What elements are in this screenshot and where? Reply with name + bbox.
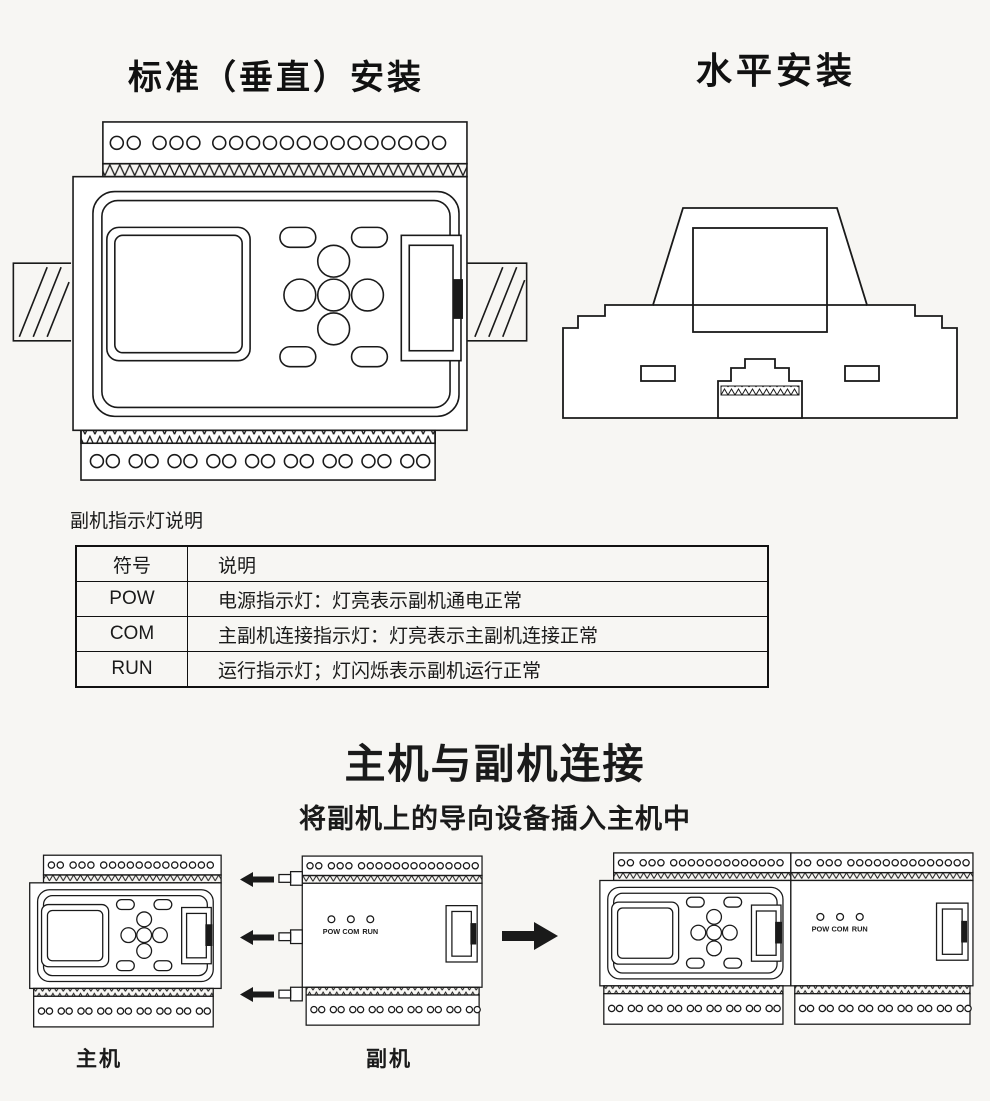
din-rail-right <box>466 262 528 342</box>
horizontal-install-drawing <box>562 207 958 419</box>
mount-slot-right <box>844 365 880 382</box>
left-arrow-icon <box>240 987 274 1002</box>
table-row: RUN 运行指示灯；灯闪烁表示副机运行正常 <box>75 651 769 688</box>
mount-slot-left <box>640 365 676 382</box>
left-arrow-icon <box>240 930 274 945</box>
lcd-display <box>106 226 251 362</box>
row-desc: 电源指示灯：灯亮表示副机通电正常 <box>187 581 769 617</box>
slave-unit-label: 副机 <box>366 1047 412 1071</box>
horizontal-install-title: 水平安装 <box>696 51 857 91</box>
vent-strip-bottom <box>80 429 436 445</box>
button-pad <box>279 226 389 368</box>
row-symbol: RUN <box>75 651 188 688</box>
col-header-symbol: 符号 <box>75 545 188 582</box>
label-window <box>692 227 828 333</box>
vertical-install-title: 标准（垂直）安装 <box>128 60 424 97</box>
terminal-holes-top <box>109 135 447 151</box>
left-arrow-icon <box>240 872 274 887</box>
indicator-table-caption: 副机指示灯说明 <box>70 511 204 532</box>
table-row: COM 主副机连接指示灯：灯亮表示主副机连接正常 <box>75 616 769 652</box>
col-header-desc: 说明 <box>187 545 769 582</box>
expansion-connector <box>400 234 463 362</box>
row-desc: 主副机连接指示灯：灯亮表示主副机连接正常 <box>187 616 769 652</box>
guide-connectors <box>278 870 303 1002</box>
table-row: POW 电源指示灯：灯亮表示副机通电正常 <box>75 581 769 617</box>
row-symbol: COM <box>75 616 188 652</box>
lcd-display-inner <box>114 234 243 354</box>
master-unit-drawing <box>29 854 222 1028</box>
right-arrow-icon <box>502 922 558 950</box>
slave-unit-drawing <box>278 855 483 1026</box>
row-symbol: POW <box>75 581 188 617</box>
din-clip <box>717 358 803 419</box>
table-header-row: 符号 说明 <box>75 545 769 582</box>
terminal-holes-bottom <box>89 453 431 469</box>
row-desc: 运行指示灯；灯闪烁表示副机运行正常 <box>187 651 769 688</box>
connection-title: 主机与副机连接 <box>344 741 646 787</box>
master-unit-label: 主机 <box>76 1047 122 1071</box>
vent-strip-top <box>102 162 468 178</box>
connected-units-drawing <box>599 852 974 1025</box>
connection-subtitle: 将副机上的导向设备插入主机中 <box>299 804 691 834</box>
din-rail-left <box>12 262 72 342</box>
vertical-install-drawing <box>12 121 528 481</box>
indicator-table: 符号 说明 POW 电源指示灯：灯亮表示副机通电正常 COM 主副机连接指示灯：… <box>75 545 769 688</box>
